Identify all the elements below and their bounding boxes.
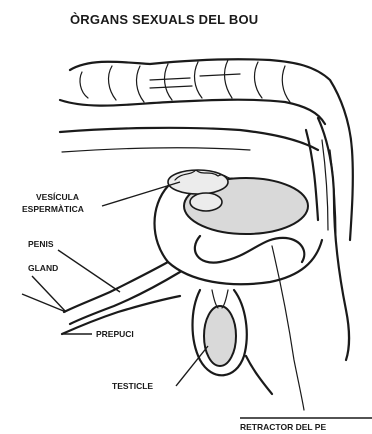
label-penis: PENIS <box>28 239 54 249</box>
label-prepuci: PREPUCI <box>96 329 134 339</box>
ventral-line <box>246 356 272 394</box>
rectum <box>306 118 349 360</box>
label-testicle: TESTICLE <box>112 381 153 391</box>
label-vesicula-line1: VESÍCULA <box>36 192 79 202</box>
leader-gland <box>32 276 66 312</box>
abdominal-line <box>60 128 318 150</box>
leader-penis <box>58 250 120 292</box>
label-gland: GLAND <box>28 263 58 273</box>
abdominal-line-inner <box>62 148 250 152</box>
leader-vesicula <box>102 182 180 206</box>
sigmoid-flexure <box>195 236 304 263</box>
testicle-organ <box>204 306 236 366</box>
diagram-title: ÒRGANS SEXUALS DEL BOU <box>70 12 258 27</box>
leader-gland-b <box>22 294 66 312</box>
penis-shaft-lower <box>70 272 180 324</box>
label-vesicula-line2: ESPERMÀTICA <box>22 204 84 214</box>
label-retractor: RETRACTOR DEL PE <box>240 422 326 432</box>
